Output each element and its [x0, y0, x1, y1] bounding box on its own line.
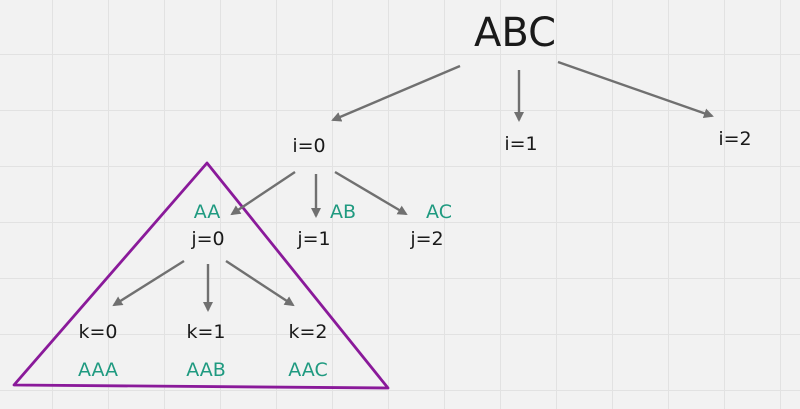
edge-root-to-i2 — [557, 60, 714, 119]
edge-root-to-i0 — [331, 64, 461, 122]
node-k2: k=2 — [288, 321, 327, 343]
permutation-aaa: AAA — [78, 359, 118, 381]
edge-i0-to-j2 — [334, 170, 408, 216]
partial-ac: AC — [426, 201, 452, 223]
node-j0: j=0 — [190, 228, 224, 250]
permutation-aab: AAB — [186, 359, 226, 381]
edge-j0-to-k2 — [225, 259, 295, 307]
node-k0: k=0 — [78, 321, 117, 343]
node-i2: i=2 — [718, 128, 751, 150]
node-j2: j=2 — [409, 228, 443, 250]
node-i1: i=1 — [504, 133, 537, 155]
partial-ab: AB — [330, 201, 356, 223]
highlight-triangle — [12, 161, 390, 390]
edge-j0-to-k0 — [112, 259, 185, 307]
node-k1: k=1 — [186, 321, 225, 343]
partial-aa: AA — [194, 201, 221, 223]
node-j1: j=1 — [296, 228, 330, 250]
node-root: ABC — [474, 10, 556, 56]
node-i0: i=0 — [292, 135, 325, 157]
edge-i0-to-j0 — [230, 171, 296, 216]
permutation-aac: AAC — [288, 359, 327, 381]
